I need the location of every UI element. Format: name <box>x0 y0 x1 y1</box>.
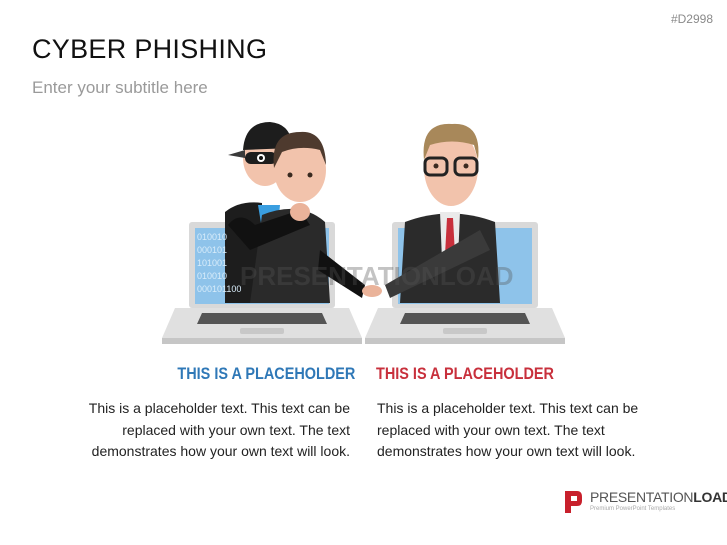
slide-id: #D2998 <box>670 12 713 26</box>
column-left-text: This is a placeholder text. This text ca… <box>88 400 350 459</box>
page-subtitle: Enter your subtitle here <box>32 78 208 97</box>
brand-tagline: Premium PowerPoint Templates <box>590 506 676 512</box>
column-right-heading: THIS IS A PLACEHOLDER <box>376 364 554 383</box>
svg-text:000101100: 000101100 <box>197 284 241 294</box>
svg-text:010010: 010010 <box>197 271 227 281</box>
column-left-heading: THIS IS A PLACEHOLDER <box>177 364 355 383</box>
column-right-text: This is a placeholder text. This text ca… <box>377 400 639 459</box>
watermark: PRESENTATIONLOAD <box>240 261 513 291</box>
phisher-figure <box>228 131 382 303</box>
businessman-figure <box>385 123 500 303</box>
presentationload-logo-icon <box>565 491 582 513</box>
binary-code-left: 010010 000101 101001 010010 000101100 <box>197 232 241 294</box>
svg-text:010010: 010010 <box>197 232 227 242</box>
brand-name: PRESENTATIONLOAD <box>590 489 727 505</box>
svg-text:101001: 101001 <box>197 258 227 268</box>
page-title: CYBER PHISHING <box>32 34 268 64</box>
svg-text:000101: 000101 <box>197 245 227 255</box>
